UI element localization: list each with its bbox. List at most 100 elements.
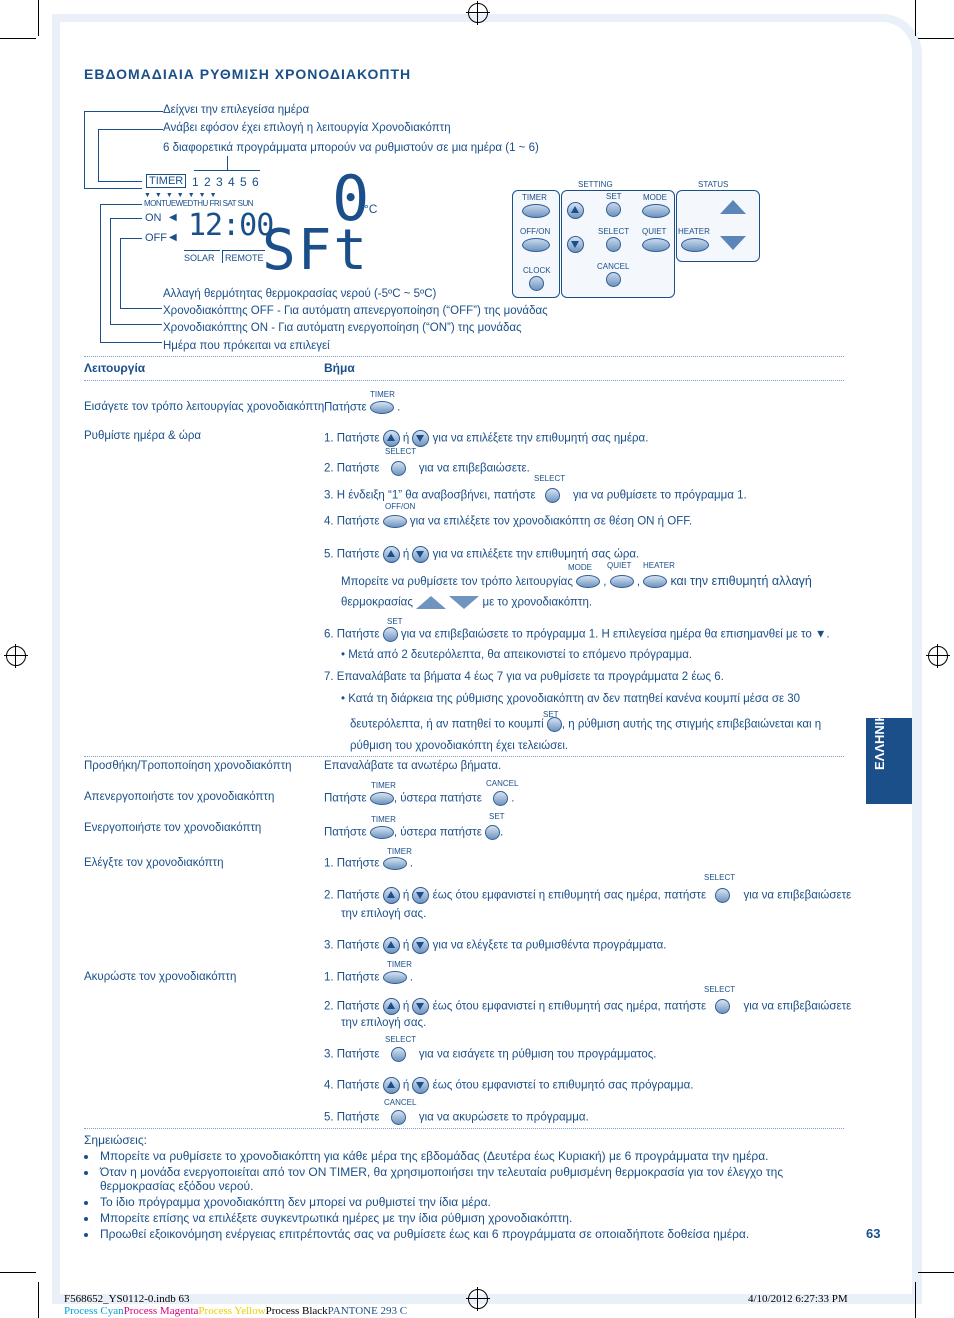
step-label: για να ελέγξετε τα ρυθμισθέντα προγράμμα… — [432, 939, 667, 952]
cancel-button-icon[interactable] — [493, 791, 509, 806]
step-label: 3. Η ένδειξη “1” θα αναβοσβήνει, πατήστε — [324, 489, 536, 502]
timer-button-icon[interactable] — [369, 401, 394, 414]
select-tag: SELECT — [385, 447, 417, 456]
status-label: STATUS — [698, 180, 729, 189]
temp-up-icon[interactable] — [416, 596, 447, 609]
step-enable: Πατήστε , ύστερα πατήστε . — [324, 825, 504, 840]
up-button-icon[interactable] — [382, 430, 400, 447]
clock-button[interactable] — [529, 276, 544, 291]
remote-panel-status — [676, 190, 760, 262]
timer-button[interactable] — [522, 204, 550, 218]
header-function: Λειτουργία — [84, 361, 146, 375]
step-label: έως ότου εμφανιστεί το επιθυμητό σας πρό… — [432, 1079, 694, 1092]
step-label: 2. Πατήστε — [324, 1000, 380, 1013]
select-button-icon[interactable] — [544, 488, 560, 503]
step-6-note: • Μετά από 2 δευτερόλεπτα, θα απεικονιστ… — [341, 649, 693, 661]
function-add-modify: Προσθήκη/Τροποποίηση χρονοδιακόπτη — [84, 760, 292, 772]
remote-heater-label: HEATER — [678, 227, 710, 236]
step-label: για να επιλέξετε την επιθυμητή σας ημέρα… — [432, 432, 649, 445]
down-button-icon[interactable] — [412, 1077, 430, 1094]
remote-up-icon[interactable] — [567, 202, 584, 219]
step-label: 1. Πατήστε — [324, 432, 380, 445]
step-label: Πατήστε — [324, 401, 367, 414]
cancel-button-icon[interactable] — [390, 1110, 406, 1125]
timer-button-icon[interactable] — [382, 971, 407, 984]
step-label: ή — [402, 889, 410, 902]
registration-mark-icon — [466, 1287, 490, 1311]
crop-mark — [38, 0, 39, 36]
step-label: 6. Πατήστε — [324, 628, 380, 641]
set-button-icon[interactable] — [546, 717, 562, 732]
leader-line — [98, 129, 99, 181]
quiet-button-icon[interactable] — [609, 575, 634, 589]
up-button-icon[interactable] — [382, 887, 400, 904]
up-button-icon[interactable] — [382, 546, 400, 563]
leader-line — [98, 181, 142, 182]
notes-heading: Σημειώσεις: — [84, 1133, 147, 1147]
annotation-day-select: Ημέρα που πρόκειται να επιλεγεί — [163, 340, 330, 352]
down-button-icon[interactable] — [412, 430, 430, 447]
annotation-selected-day: Δείχνει την επιλεγείσα ημέρα — [163, 104, 310, 116]
down-button-icon[interactable] — [412, 937, 430, 954]
crop-mark — [0, 1272, 36, 1273]
remote-timer-label: TIMER — [522, 193, 547, 202]
select-button-icon[interactable] — [715, 999, 731, 1014]
cancel-step-2b: την επιλογή σας. — [341, 1017, 427, 1029]
off-on-button[interactable] — [522, 238, 550, 252]
timer-button-icon[interactable] — [382, 857, 407, 870]
status-down-icon[interactable] — [720, 236, 746, 250]
step-label: ή — [402, 1079, 410, 1092]
step-label: ή — [402, 1000, 410, 1013]
select-button[interactable] — [606, 237, 621, 252]
step-label: 4. Πατήστε — [324, 515, 380, 528]
step-label: , ύστερα πατήστε — [393, 826, 482, 839]
temp-down-icon[interactable] — [449, 596, 480, 609]
divider — [84, 1128, 844, 1129]
set-tag: SET — [489, 812, 505, 821]
set-button-icon[interactable] — [485, 825, 501, 840]
registration-mark-icon — [4, 644, 28, 668]
leader-line — [98, 129, 163, 130]
footer-file: F568652_YS0112-0.indb 63 — [64, 1293, 190, 1305]
status-up-icon[interactable] — [720, 200, 746, 214]
process-cyan: Process Cyan — [64, 1305, 124, 1317]
step-label: δευτερόλεπτα, ή αν πατηθεί το κουμπί — [350, 718, 544, 731]
set-button[interactable] — [606, 202, 621, 217]
select-button-icon[interactable] — [390, 1047, 406, 1062]
select-button-icon[interactable] — [390, 461, 406, 476]
timer-button-icon[interactable] — [369, 792, 394, 805]
registration-mark-icon — [926, 644, 950, 668]
timer-button-icon[interactable] — [369, 826, 394, 839]
set-button-icon[interactable] — [382, 627, 398, 642]
page-number: 63 — [866, 1226, 881, 1241]
remote-cancel-label: CANCEL — [597, 262, 630, 271]
step-label: για να επιβεβαιώσετε — [743, 889, 852, 902]
lcd-set-display: SFt — [262, 218, 370, 283]
down-button-icon[interactable] — [412, 546, 430, 563]
step-5-mode: Μπορείτε να ρυθμίσετε τον τρόπο λειτουργ… — [341, 574, 812, 589]
lcd-timer-label: TIMER — [146, 174, 187, 188]
remote-down-icon[interactable] — [567, 236, 584, 253]
up-button-icon[interactable] — [382, 937, 400, 954]
timer-tag: TIMER — [371, 815, 396, 824]
footer-process-colors: Process CyanProcess MagentaProcess Yello… — [64, 1305, 407, 1317]
heater-button-icon[interactable] — [643, 575, 668, 589]
mode-button[interactable] — [642, 204, 670, 218]
cancel-step-3: 3. Πατήστε για να εισάγετε τη ρύθμιση το… — [324, 1047, 657, 1062]
up-button-icon[interactable] — [382, 1077, 400, 1094]
heater-button[interactable] — [681, 238, 709, 252]
down-button-icon[interactable] — [412, 887, 430, 904]
timer-tag: TIMER — [370, 390, 395, 399]
divider — [84, 756, 844, 757]
cancel-button[interactable] — [606, 272, 621, 287]
down-button-icon[interactable] — [412, 998, 430, 1015]
step-label: 2. Πατήστε — [324, 462, 380, 475]
step-label: ή — [402, 939, 410, 952]
up-button-icon[interactable] — [382, 998, 400, 1015]
step-3: 3. Η ένδειξη “1” θα αναβοσβήνει, πατήστε… — [324, 488, 747, 503]
select-button-icon[interactable] — [715, 888, 731, 903]
off-on-button-icon[interactable] — [382, 515, 407, 528]
quiet-button[interactable] — [642, 238, 670, 252]
lcd-off-label: OFF — [145, 232, 167, 244]
mode-button-icon[interactable] — [576, 575, 601, 589]
